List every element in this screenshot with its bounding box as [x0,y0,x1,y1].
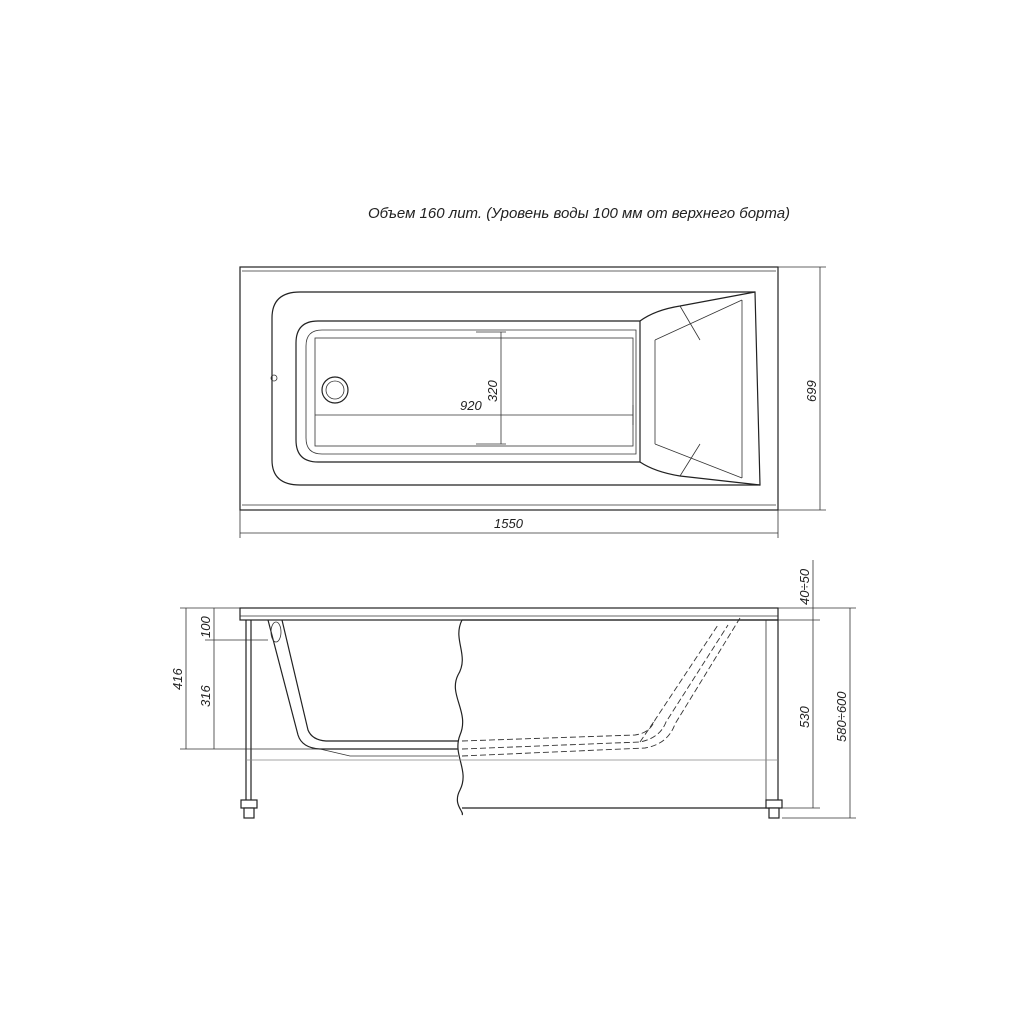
side-view: 416 100 316 40÷50 530 580÷600 [170,560,856,819]
overflow-icon [270,374,278,382]
break-line [454,619,464,816]
dim-rim-offset: 40÷50 [797,568,812,605]
drain-icon [321,376,349,404]
dim-water-level: 100 [198,616,213,638]
dim-total-height: 580÷600 [834,691,849,742]
dim-panel-height: 530 [797,706,812,728]
tub-outline-top [239,266,779,511]
bowl-inner-contour [295,320,641,463]
dim-length: 1550 [494,516,524,531]
leg-foot-left [240,799,258,809]
tub-rim-side [239,607,779,621]
dim-bottom-depth: 316 [198,685,213,707]
leg-foot-right [765,799,783,809]
top-view: 320 920 699 1550 [239,266,826,538]
bowl-outer-contour [271,291,761,486]
volume-caption: Объем 160 лит. (Уровень воды 100 мм от в… [368,205,790,222]
dim-inner-width: 320 [485,380,500,402]
dim-total-depth: 416 [170,668,185,690]
dim-width: 699 [804,380,819,402]
dim-inner-length: 920 [460,398,482,413]
